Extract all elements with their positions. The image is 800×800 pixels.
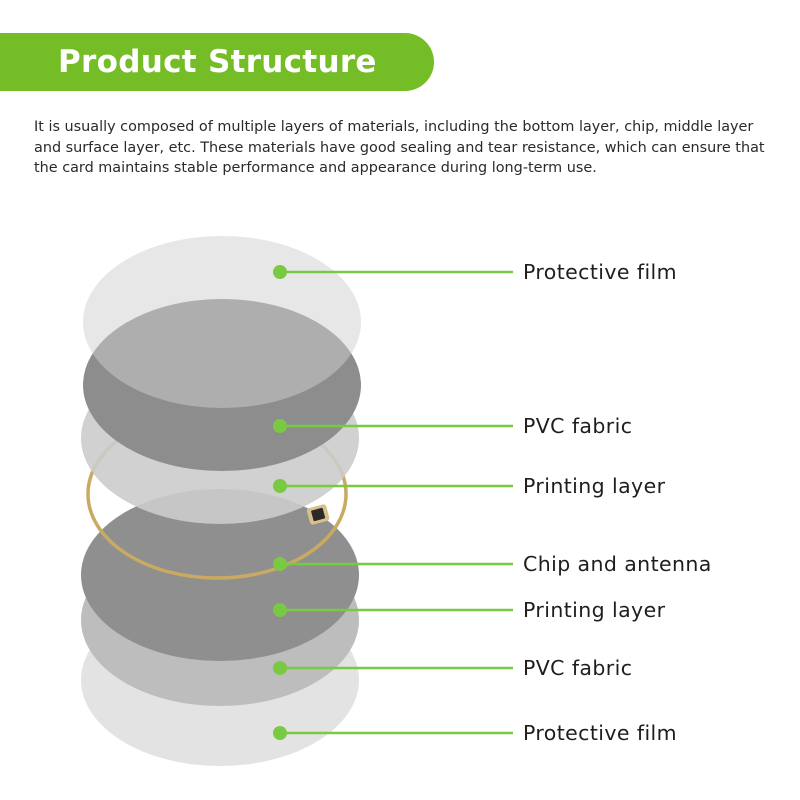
page-title: Product Structure [58,44,377,80]
layer-disc-printing-layer-bottom [81,489,359,661]
chip-icon [306,504,330,525]
label-printing-layer-top: Printing layer [523,474,666,498]
pointer-dot [273,726,287,740]
leader-line-1 [273,265,513,279]
leader-line-3 [273,479,513,493]
pointer-dot [273,265,287,279]
title-banner: Product Structure [0,33,434,91]
pointer-dot [273,479,287,493]
leader-line-2 [273,419,513,433]
leader-line-6 [273,661,513,675]
pointer-dot [273,557,287,571]
pointer-dot [273,603,287,617]
label-printing-layer-bottom: Printing layer [523,598,666,622]
leader-line-4 [273,557,513,571]
leader-line-7 [273,726,513,740]
layer-disc-protective-film-top [83,236,361,408]
label-pvc-fabric-bottom: PVC fabric [523,656,633,680]
label-chip-and-antenna: Chip and antenna [523,552,712,576]
label-pvc-fabric-top: PVC fabric [523,414,633,438]
leader-line-5 [273,603,513,617]
pointer-dot [273,419,287,433]
description-text: It is usually composed of multiple layer… [34,119,765,176]
label-protective-film-top: Protective film [523,260,678,284]
label-protective-film-bottom: Protective film [523,721,678,745]
pointer-dot [273,661,287,675]
